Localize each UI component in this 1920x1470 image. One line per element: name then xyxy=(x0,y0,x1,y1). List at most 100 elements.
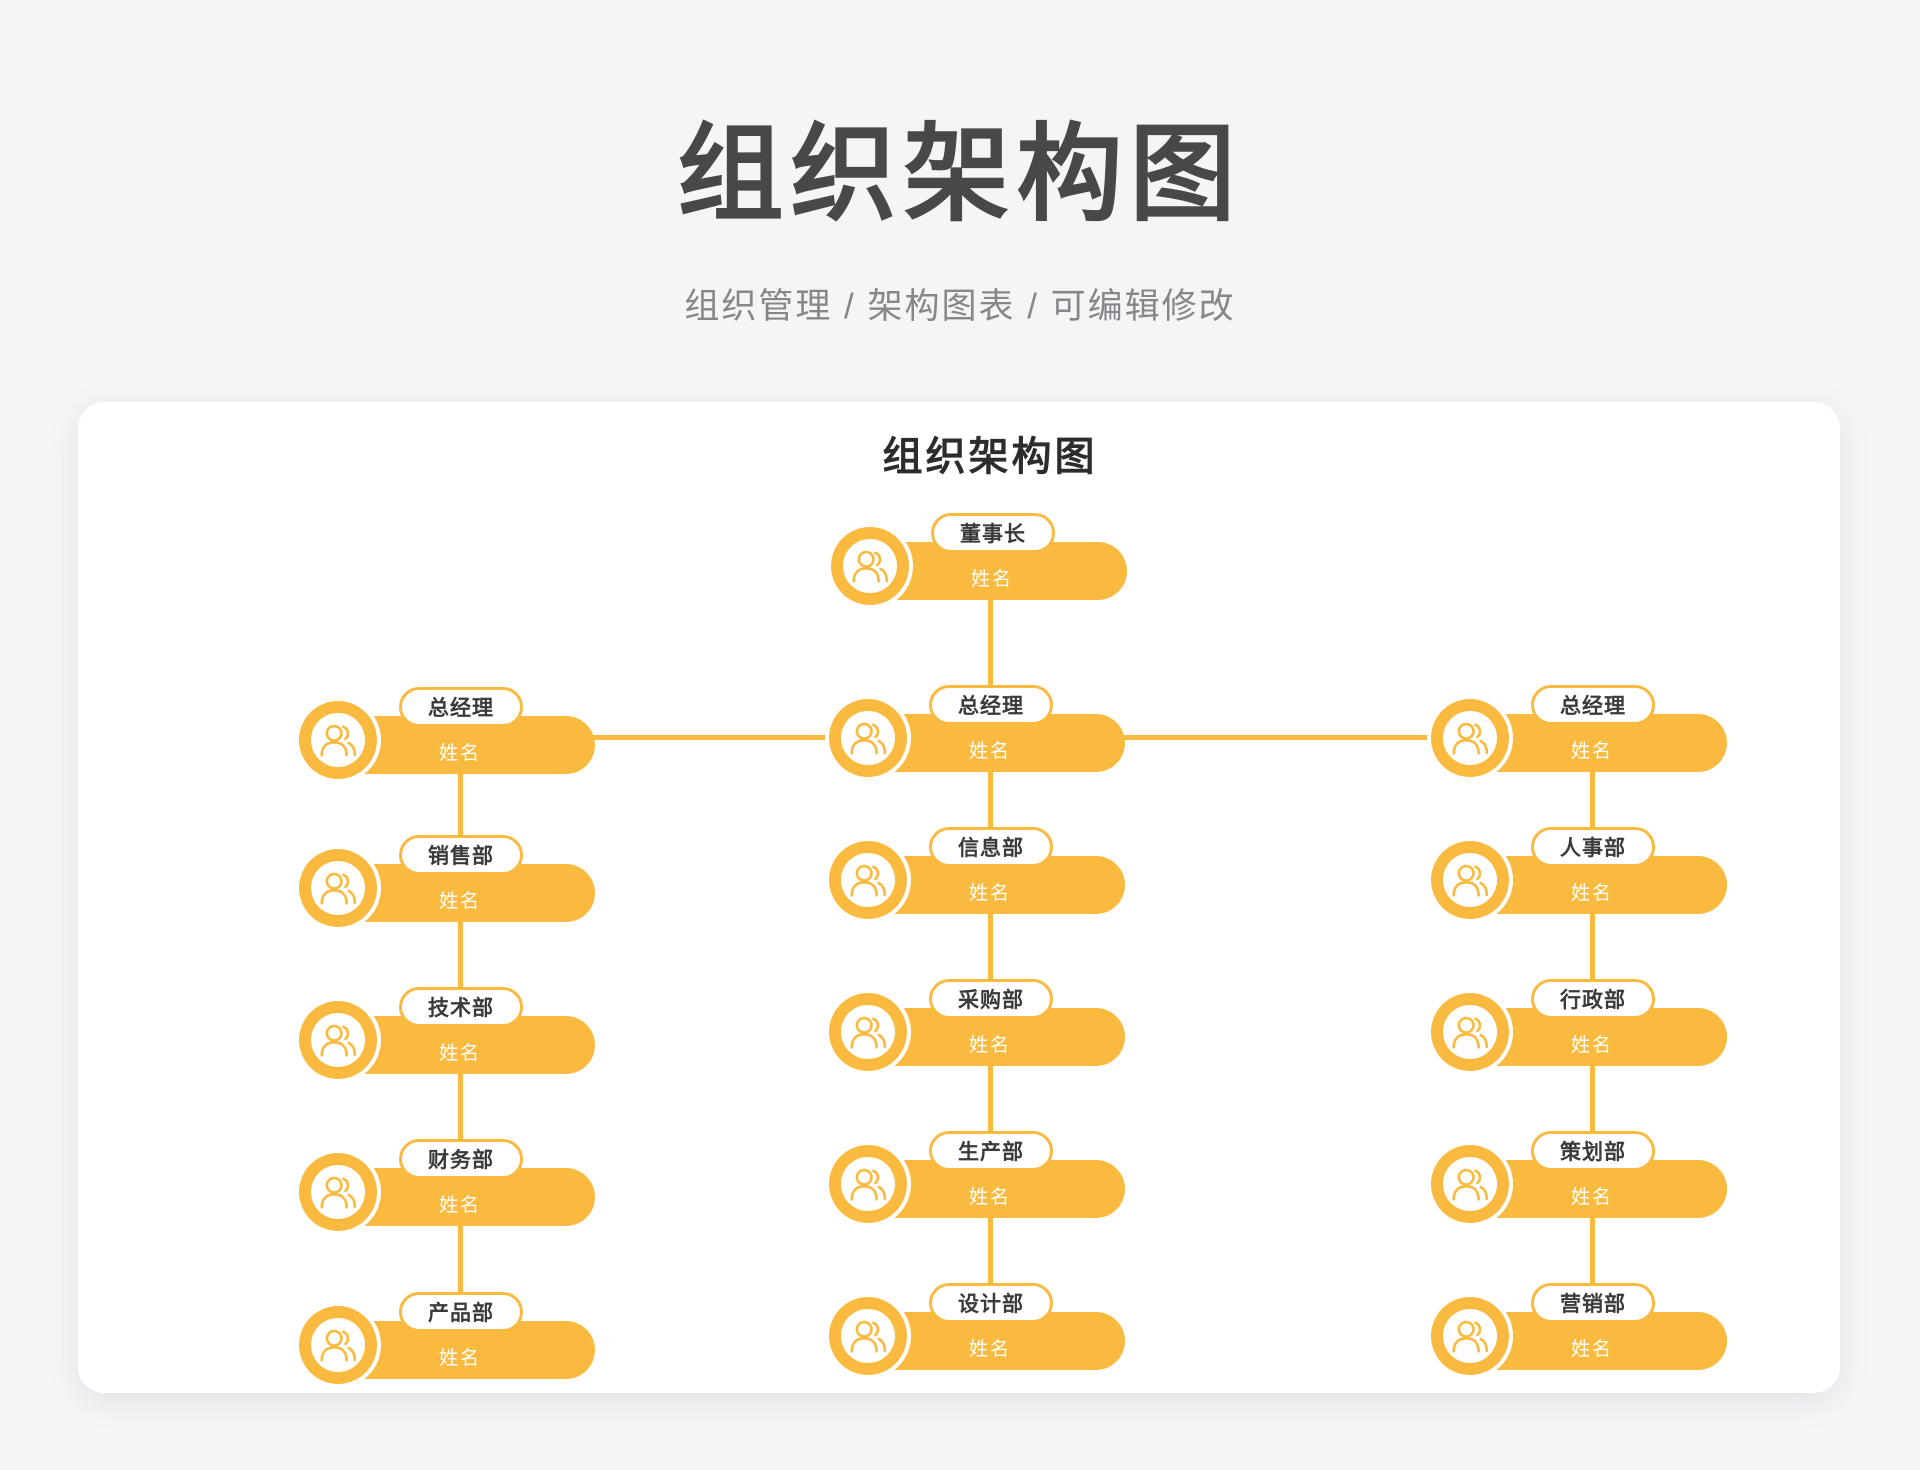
org-node-dept-planning: 姓名 策划部 xyxy=(1427,1131,1727,1231)
avatar-inner xyxy=(841,1309,895,1363)
people-icon xyxy=(320,724,357,757)
node-name: 姓名 xyxy=(438,743,481,764)
avatar-inner xyxy=(311,1318,365,1372)
node-title-badge: 总经理 xyxy=(1531,685,1655,725)
people-icon xyxy=(320,1329,357,1362)
avatar xyxy=(825,837,911,923)
avatar-inner xyxy=(311,861,365,915)
people-icon xyxy=(320,872,357,905)
node-name: 姓名 xyxy=(438,1043,481,1064)
connector-vertical-middle xyxy=(988,560,993,1336)
people-icon xyxy=(1452,1016,1489,1049)
org-node-dept-marketing: 姓名 营销部 xyxy=(1427,1283,1727,1383)
node-title-badge: 策划部 xyxy=(1531,1131,1655,1171)
node-name: 姓名 xyxy=(968,883,1011,904)
avatar xyxy=(1427,695,1513,781)
node-name: 姓名 xyxy=(1570,1035,1613,1056)
node-title-badge: 财务部 xyxy=(399,1139,523,1179)
avatar xyxy=(295,845,381,931)
people-icon xyxy=(852,550,889,583)
node-name: 姓名 xyxy=(1570,741,1613,762)
avatar-inner xyxy=(1443,1157,1497,1211)
org-node-gm-right: 姓名 总经理 xyxy=(1427,685,1727,785)
node-title-badge: 行政部 xyxy=(1531,979,1655,1019)
avatar xyxy=(295,1149,381,1235)
avatar-inner xyxy=(311,1013,365,1067)
org-node-dept-production: 姓名 生产部 xyxy=(825,1131,1125,1231)
node-title-badge: 董事长 xyxy=(931,513,1055,553)
avatar xyxy=(1427,1293,1513,1379)
node-name: 姓名 xyxy=(968,741,1011,762)
node-name: 姓名 xyxy=(968,1187,1011,1208)
avatar-inner xyxy=(841,1157,895,1211)
org-node-dept-design: 姓名 设计部 xyxy=(825,1283,1125,1383)
avatar-inner xyxy=(1443,711,1497,765)
avatar-inner xyxy=(841,853,895,907)
org-node-dept-admin: 姓名 行政部 xyxy=(1427,979,1727,1079)
node-title-badge: 销售部 xyxy=(399,835,523,875)
avatar xyxy=(1427,1141,1513,1227)
people-icon xyxy=(320,1024,357,1057)
org-node-gm-middle: 姓名 总经理 xyxy=(825,685,1125,785)
avatar-inner xyxy=(1443,1309,1497,1363)
org-node-dept-product: 姓名 产品部 xyxy=(295,1292,595,1392)
node-name: 姓名 xyxy=(438,1195,481,1216)
node-title-badge: 采购部 xyxy=(929,979,1053,1019)
org-node-dept-information: 姓名 信息部 xyxy=(825,827,1125,927)
people-icon xyxy=(850,1016,887,1049)
node-title-badge: 产品部 xyxy=(399,1292,523,1332)
avatar xyxy=(295,1302,381,1388)
avatar-inner xyxy=(1443,853,1497,907)
org-node-dept-purchasing: 姓名 采购部 xyxy=(825,979,1125,1079)
people-icon xyxy=(850,1168,887,1201)
avatar xyxy=(825,1141,911,1227)
page-subtitle: 组织管理 / 架构图表 / 可编辑修改 xyxy=(684,287,1236,326)
org-node-dept-tech: 姓名 技术部 xyxy=(295,987,595,1087)
node-name: 姓名 xyxy=(438,1348,481,1369)
avatar-inner xyxy=(311,713,365,767)
avatar xyxy=(827,523,913,609)
node-title-badge: 信息部 xyxy=(929,827,1053,867)
avatar xyxy=(1427,989,1513,1075)
people-icon xyxy=(850,722,887,755)
people-icon xyxy=(850,1320,887,1353)
node-name: 姓名 xyxy=(438,891,481,912)
avatar-inner xyxy=(843,539,897,593)
avatar xyxy=(1427,837,1513,923)
avatar-inner xyxy=(311,1165,365,1219)
avatar xyxy=(825,1293,911,1379)
avatar xyxy=(295,697,381,783)
org-node-dept-hr: 姓名 人事部 xyxy=(1427,827,1727,927)
people-icon xyxy=(1452,722,1489,755)
avatar xyxy=(295,997,381,1083)
avatar-inner xyxy=(841,711,895,765)
node-title-badge: 设计部 xyxy=(929,1283,1053,1323)
avatar-inner xyxy=(841,1005,895,1059)
org-chart-title: 组织架构图 xyxy=(882,435,1098,479)
people-icon xyxy=(850,864,887,897)
node-name: 姓名 xyxy=(970,569,1013,590)
people-icon xyxy=(1452,1168,1489,1201)
avatar xyxy=(825,989,911,1075)
node-title-badge: 总经理 xyxy=(929,685,1053,725)
node-title-badge: 人事部 xyxy=(1531,827,1655,867)
node-name: 姓名 xyxy=(968,1339,1011,1360)
node-name: 姓名 xyxy=(1570,883,1613,904)
org-node-dept-sales: 姓名 销售部 xyxy=(295,835,595,935)
node-name: 姓名 xyxy=(1570,1187,1613,1208)
org-node-gm-left: 姓名 总经理 xyxy=(295,687,595,787)
org-node-chairman: 姓名 董事长 xyxy=(827,513,1127,613)
node-title-badge: 技术部 xyxy=(399,987,523,1027)
org-node-dept-finance: 姓名 财务部 xyxy=(295,1139,595,1239)
node-name: 姓名 xyxy=(968,1035,1011,1056)
node-title-badge: 总经理 xyxy=(399,687,523,727)
page-title: 组织架构图 xyxy=(677,116,1243,234)
people-icon xyxy=(320,1176,357,1209)
people-icon xyxy=(1452,864,1489,897)
avatar-inner xyxy=(1443,1005,1497,1059)
node-title-badge: 营销部 xyxy=(1531,1283,1655,1323)
people-icon xyxy=(1452,1320,1489,1353)
node-title-badge: 生产部 xyxy=(929,1131,1053,1171)
node-name: 姓名 xyxy=(1570,1339,1613,1360)
